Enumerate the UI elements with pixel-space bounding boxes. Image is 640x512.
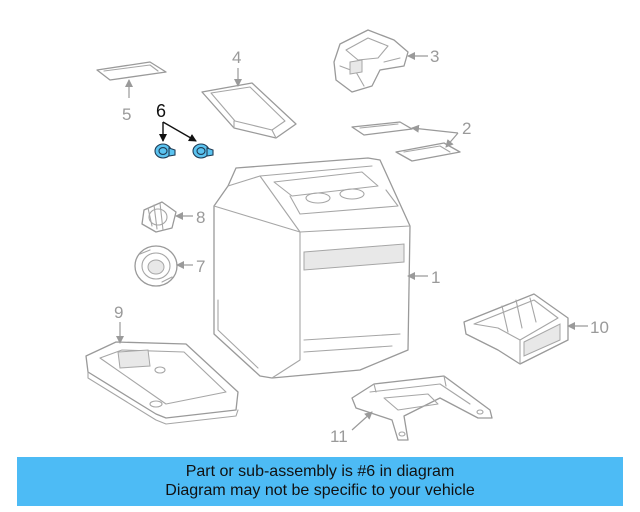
part-6-clips [154,143,214,159]
callout-5: 5 [122,105,131,124]
callout-2: 2 [462,119,471,138]
part-3-bracket [333,29,409,93]
caption-line-2: Diagram may not be specific to your vehi… [165,482,475,499]
callout-1: 1 [431,268,440,287]
callout-6: 6 [156,101,166,121]
callout-10: 10 [590,318,609,337]
callout-7: 7 [196,257,205,276]
callout-4: 4 [232,48,241,67]
part-2-plates [351,121,461,162]
part-8-knob [141,201,177,233]
clip-left [154,143,176,159]
callout-9: 9 [114,303,123,322]
part-7-socket [134,245,178,287]
callout-3: 3 [430,47,439,66]
parts-diagram: 5 4 3 2 [85,29,609,446]
part-1-console-box [213,157,411,379]
callout-8: 8 [196,208,205,227]
part-9-base-plate [85,341,239,425]
caption-banner: Part or sub-assembly is #6 in diagram Di… [17,457,623,506]
part-11-frame [351,375,493,441]
part-4-tray [201,82,297,139]
part-5-pad [96,61,167,81]
clip-right [192,143,214,159]
callout-11: 11 [330,427,348,446]
part-10-bracket [463,293,569,365]
caption-line-1: Part or sub-assembly is #6 in diagram [185,463,455,480]
